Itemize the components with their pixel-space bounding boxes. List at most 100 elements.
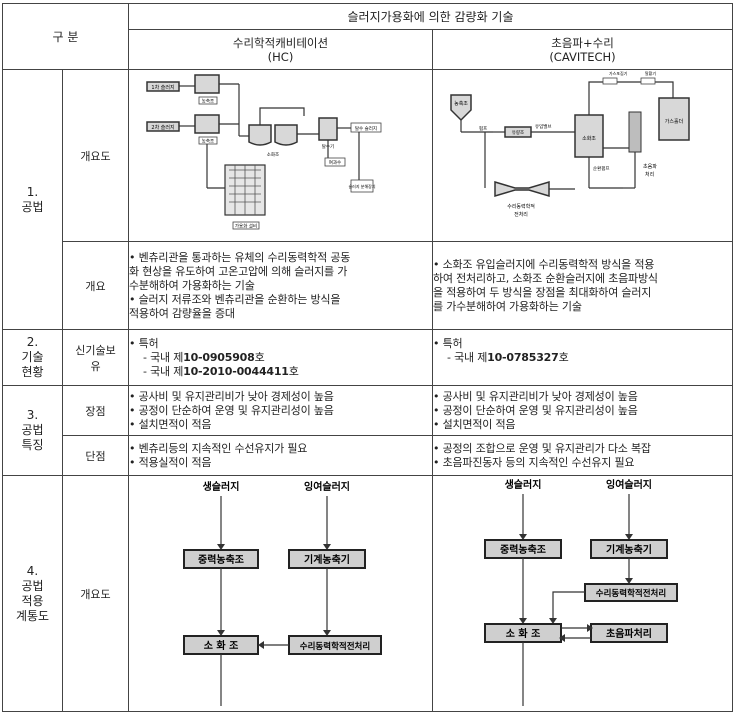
sub-new-tech: 신기술보 유: [62, 329, 129, 386]
hc-process-svg: 1차 슬러지 2차 슬러지 농축조 농축조 소화조: [146, 74, 382, 230]
sub-cons: 단점: [62, 435, 129, 476]
hc-patent-2-suffix: 호: [288, 364, 299, 378]
hc-flow-diagram: 생슬러지 잉여슬러지 중력농축조 기계농축기 소 화 조 수리동력학적전처리: [128, 475, 433, 712]
hc-overview-line: 화 현상을 유도하여 고온고압에 의해 슬러지를 가: [129, 264, 348, 278]
sub-new-tech-line: 유: [90, 359, 101, 373]
cv-patent-1-suffix: 호: [558, 350, 569, 364]
section-2-text-2: 현황: [21, 365, 44, 379]
hc-t1-label: 농축조: [202, 98, 214, 105]
cv-overview-line: • 소화조 유입슬러지에 수리동력학적 방식을 적용: [433, 257, 655, 271]
cv-flow-arrowhead: [519, 534, 527, 540]
hc-patent-1-prefix: - 국내 제: [143, 350, 184, 364]
hc-cake-label: 탈수 슬러지: [355, 125, 377, 132]
hc-digester2: [274, 124, 298, 146]
cv-patent-title: • 특허: [433, 336, 463, 350]
cv-overview-line: 하여 전처리하고, 소화조 순환슬러지에 초음파방식: [433, 271, 658, 285]
hc-digester-label: 소화조: [267, 152, 279, 158]
cv-cons-line: • 공정의 조합으로 운영 및 유지관리가 다소 복잡: [433, 441, 651, 455]
comparison-table-wrap: 구 분 슬러지가용화에 의한 감량화 기술 수리학적캐비테이션 (HC) 초음파…: [2, 3, 734, 719]
sub-new-tech-line: 신기술보: [75, 343, 116, 357]
section-3-num: 3.: [26, 408, 39, 422]
cv-flow-ultra: [590, 623, 668, 643]
hc-t1-tag: [198, 96, 218, 105]
hc-pros-line: • 설치면적이 적음: [129, 417, 212, 431]
cv-gas-holder-label: 가스홀더: [665, 118, 683, 125]
hc-overview-line: 수분해하여 가용화하는 기술: [129, 278, 255, 292]
section-3-text-2: 특징: [21, 438, 44, 452]
cv-flow-arrowhead: [559, 634, 565, 642]
hc-flow-arrowhead: [217, 630, 225, 636]
hc-cake-box: [350, 122, 382, 133]
hc-name: 수리학적캐비테이션: [232, 35, 329, 50]
cv-flow-arrowhead: [625, 534, 633, 540]
cv-ultra-label-2: 처리: [645, 171, 654, 178]
hc-flow-digester-label: 소 화 조: [204, 640, 239, 652]
header-cv: 초음파+수리 (CAVITECH): [431, 29, 734, 70]
cv-flow-arrowhead: [549, 618, 557, 624]
section-4-text-3: 계통도: [15, 608, 50, 623]
sub-overview: 개요: [62, 241, 129, 330]
cv-gas-pipe: [588, 81, 674, 115]
cv-name: 초음파+수리: [551, 35, 614, 50]
cv-ultrasonic: [628, 111, 642, 153]
hc-patents: • 특허 - 국내 제10-0905908호 - 국내 제10-2010-004…: [128, 329, 433, 386]
cv-valve-label: 유입밸브: [535, 123, 552, 130]
sub-flow-diagram: 개요도: [62, 475, 129, 712]
cv-flow-hydro-label: 수리동력학적전처리: [596, 588, 666, 599]
hc-thickener1: [194, 74, 220, 94]
section-4-num: 4.: [26, 563, 39, 578]
hc-flow-raw-label: 생슬러지: [203, 480, 240, 493]
hc-flow-arrowhead: [258, 641, 264, 649]
hc-t2-tag: [198, 136, 218, 145]
section-2-text: 기술: [21, 350, 44, 364]
cv-flow-arrowhead: [625, 578, 633, 584]
hc-cons: • 벤츄리등의 지속적인 수선유지가 필요 • 적용실적이 적음: [128, 435, 433, 476]
cv-pros-line: • 공정이 단순하여 운영 및 유지관리성이 높음: [433, 403, 638, 417]
cv-gas-collector-label: 가스포집기: [609, 70, 628, 76]
hc-overview: • 벤츄리관을 통과하는 유체의 수리동력학적 공동 화 현상을 유도하여 고온…: [128, 241, 433, 330]
cv-hydro-label-2: 전처리: [514, 211, 528, 218]
header-category: 구 분: [2, 3, 129, 70]
cv-venturi: [494, 180, 550, 198]
cv-overview-line: 를 가수분해하여 가용화하는 기술: [433, 299, 582, 313]
hc-cons-line: • 적용실적이 적음: [129, 455, 212, 469]
hc-solubilizer-label: 가용화 설비: [235, 223, 257, 230]
comparison-table: 구 분 슬러지가용화에 의한 감량화 기술 수리학적캐비테이션 (HC) 초음파…: [2, 3, 734, 712]
hc-patent-2: - 국내 제10-2010-0044411호: [129, 365, 432, 379]
section-1-label: 1. 공법: [2, 69, 63, 330]
hc-flow-arrowhead: [323, 544, 331, 550]
cv-gp-tag: [602, 77, 618, 85]
cv-overview: • 소화조 유입슬러지에 수리동력학적 방식을 적용 하여 전처리하고, 소화조…: [431, 241, 734, 330]
sub-overview-diagram: 개요도: [62, 69, 129, 242]
cv-flow-tank-label: 유량조: [512, 129, 524, 136]
hc-sludge2-label: 2차 슬러지: [151, 124, 174, 131]
cv-flow-raw-label: 생슬러지: [505, 478, 542, 491]
hc-patent-1: - 국내 제10-0905908호: [129, 351, 432, 365]
hc-pros-line: • 공정이 단순하여 운영 및 유지관리성이 높음: [129, 403, 334, 417]
hc-thickener2: [194, 114, 220, 134]
cv-patent-1: - 국내 제10-0785327호: [433, 351, 732, 365]
hc-overview-line: 적용하여 감량율을 증대: [129, 306, 235, 320]
hc-overview-line: • 벤츄리관을 통과하는 유체의 수리동력학적 공동: [129, 250, 351, 264]
cv-cv-tag: [640, 77, 656, 85]
cv-digester: [574, 114, 604, 158]
section-4-text-2: 적용: [21, 593, 44, 608]
cv-flow-excess-label: 잉여슬러지: [606, 478, 652, 491]
cv-flow-ultra-label: 초음파처리: [606, 627, 652, 640]
cv-flow-arrowhead: [587, 624, 593, 632]
hc-pros-line: • 공사비 및 유지관리비가 낮아 경제성이 높음: [129, 389, 334, 403]
hc-flow-mech-label: 기계농축기: [304, 553, 350, 566]
cv-gas-holder: [658, 97, 690, 141]
cv-patents: • 특허 - 국내 제10-0785327호: [431, 329, 734, 386]
hc-gas-pipe: [259, 107, 305, 125]
hc-flow-arrowhead: [217, 544, 225, 550]
hc-sludge1-label: 1차 슬러지: [151, 84, 174, 91]
hc-patent-title: • 특허: [129, 336, 159, 350]
section-1-num: 1.: [26, 184, 39, 199]
hc-patent-2-prefix: - 국내 제: [143, 364, 184, 378]
cv-ultra-label: 초음파: [643, 163, 657, 170]
section-1-text: 공법: [21, 199, 44, 214]
hc-cons-line: • 벤츄리등의 지속적인 수선유지가 필요: [129, 441, 308, 455]
hc-patent-1-num: 10-0905908: [183, 350, 255, 364]
hc-pros: • 공사비 및 유지관리비가 낮아 경제성이 높음 • 공정이 단순하여 운영 …: [128, 385, 433, 436]
